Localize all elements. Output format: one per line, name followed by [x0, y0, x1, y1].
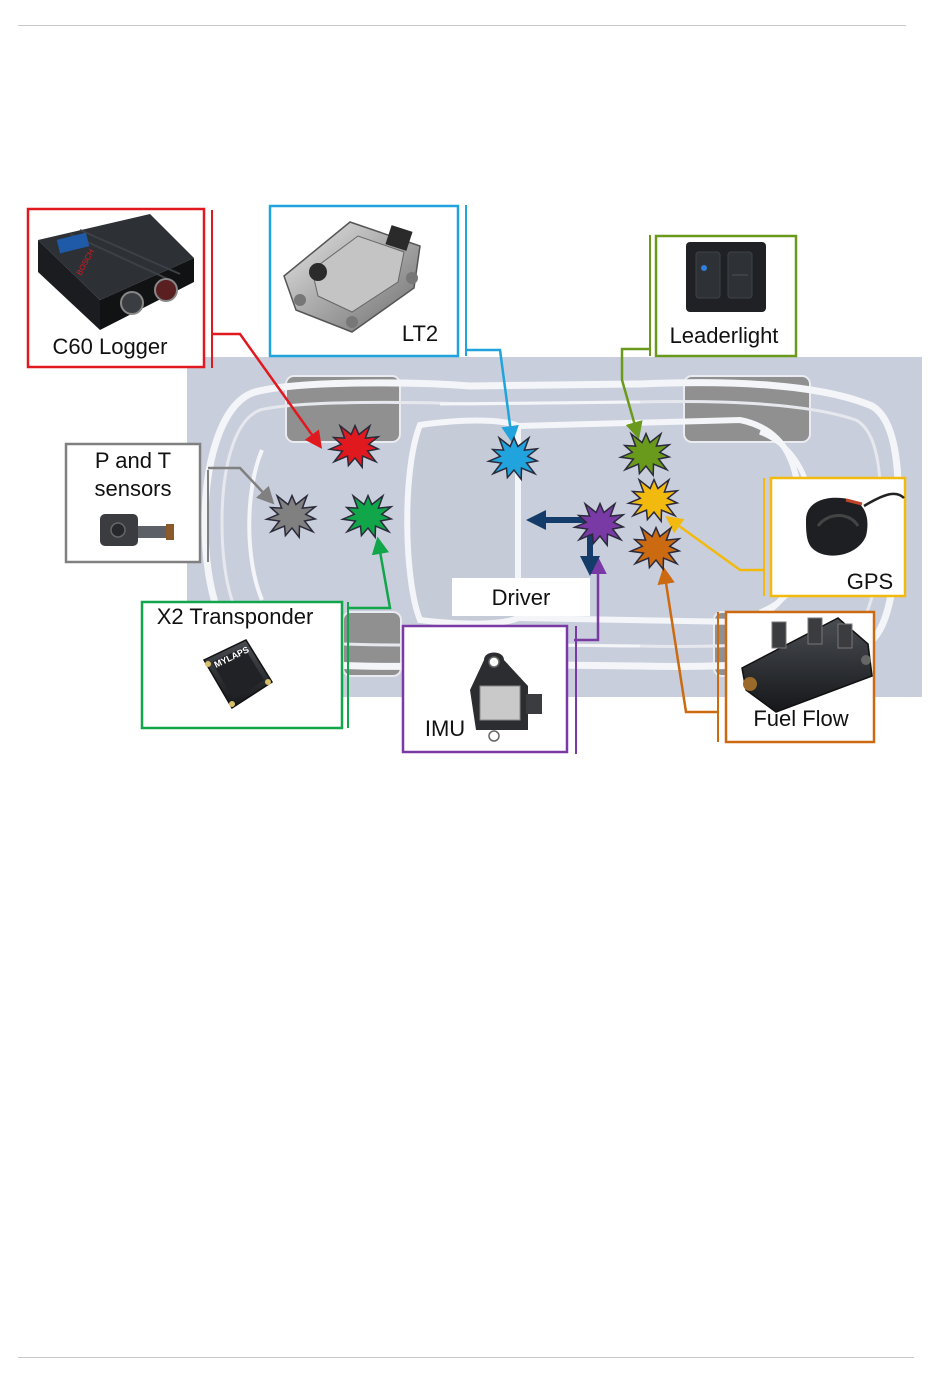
- c60-logger-callout: BOSCH C60 Logger: [28, 209, 212, 368]
- driver-label: Driver: [492, 585, 551, 610]
- fuel-flow-label: Fuel Flow: [753, 706, 848, 731]
- lt2-label: LT2: [402, 321, 438, 346]
- car-sensor-diagram: Driver BOSCH C60 Logger: [0, 0, 950, 800]
- p-and-t-label-line1: P and T: [95, 448, 171, 473]
- p-and-t-callout: P and T sensors: [66, 444, 208, 562]
- x2-transponder-callout: X2 Transponder MYLAPS: [142, 602, 348, 728]
- fuel-flow-callout: Fuel Flow: [718, 612, 874, 742]
- footer-rule: [18, 1357, 914, 1358]
- leaderlight-callout: Leaderlight: [650, 235, 796, 356]
- imu-label: IMU: [425, 716, 465, 741]
- digit-display-device-icon: [686, 242, 766, 312]
- imu-callout: IMU: [403, 626, 576, 754]
- lt2-callout: LT2: [270, 205, 466, 356]
- door-line-left: [440, 402, 640, 404]
- c60-logger-label: C60 Logger: [53, 334, 168, 359]
- x2-transponder-label: X2 Transponder: [157, 604, 314, 629]
- gps-label: GPS: [847, 569, 893, 594]
- gps-callout: GPS: [764, 478, 905, 596]
- leaderlight-label: Leaderlight: [670, 323, 779, 348]
- p-and-t-label-line2: sensors: [94, 476, 171, 501]
